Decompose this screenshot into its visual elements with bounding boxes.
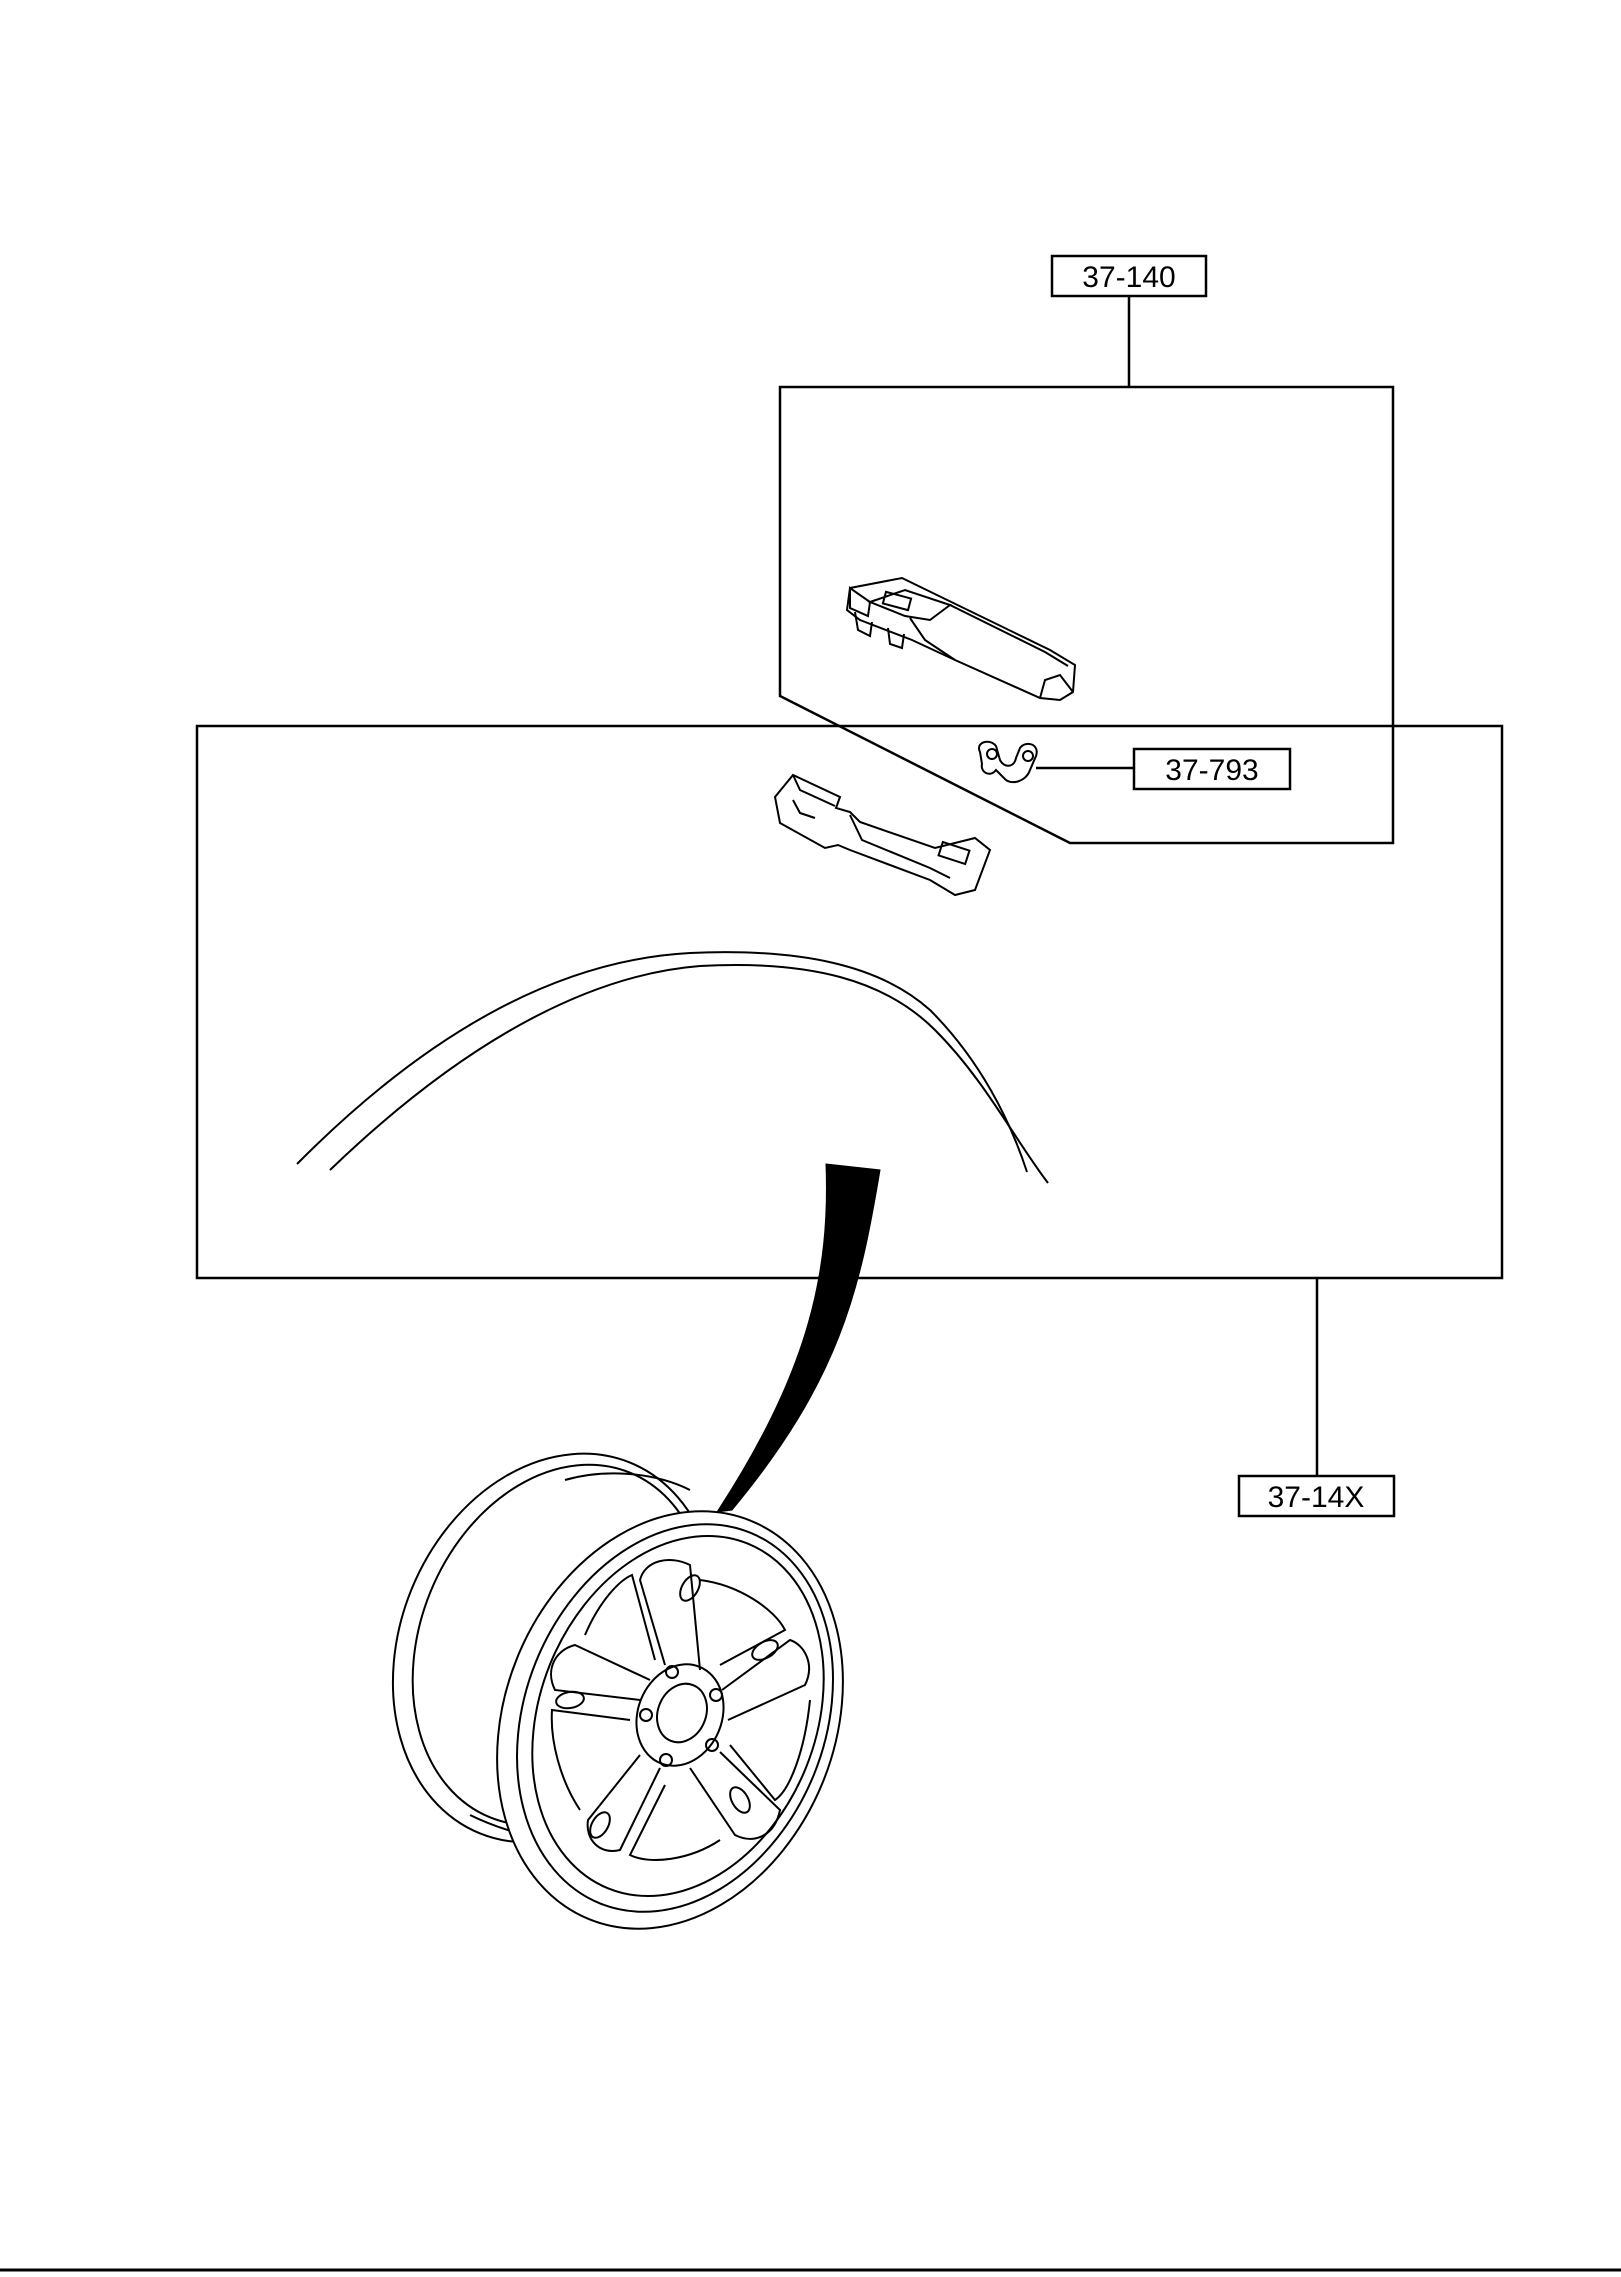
- callout-label: 37-14X: [1268, 1481, 1365, 1514]
- callout-box: [1237, 1474, 1396, 1518]
- tpms-sensor-icon: [845, 576, 1077, 702]
- sensor-assembly-frame: [778, 385, 1395, 845]
- callout-label: 37-793: [1165, 754, 1258, 787]
- callout-label: 37-140: [1082, 261, 1175, 294]
- alloy-wheel-icon: [391, 1452, 844, 1930]
- callout-37-14X[interactable]: 37-14X: [1237, 1474, 1396, 1518]
- valve-clip-icon: [978, 740, 1038, 784]
- pointer-wedge: [715, 1163, 881, 1513]
- callout-37-140[interactable]: 37-140: [1050, 254, 1208, 298]
- tire-arc-icon: [296, 951, 1049, 1184]
- callout-37-793[interactable]: 37-793: [1132, 747, 1292, 791]
- sensor-strap-icon: [773, 773, 992, 897]
- callout-box: [1132, 747, 1292, 791]
